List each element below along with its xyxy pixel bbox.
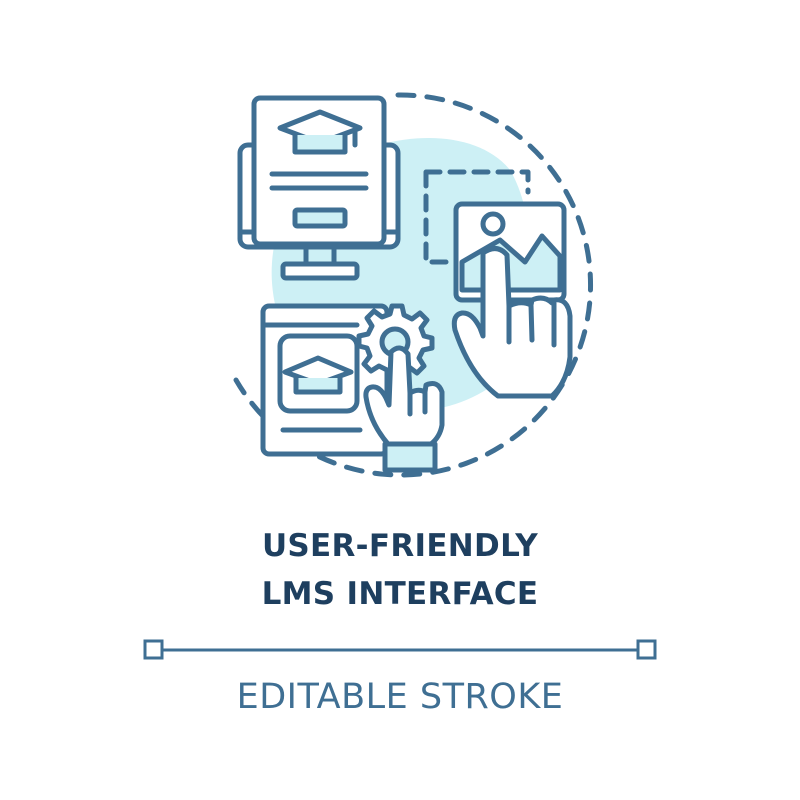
pointing-hand-icon [363, 345, 445, 473]
stroke-handle-right [636, 639, 657, 660]
graduation-cap-icon [277, 109, 363, 155]
dashed-selection-box [423, 169, 531, 265]
caption-editable-stroke: EDITABLE STROKE [236, 677, 564, 717]
gear-icon [356, 303, 435, 382]
browser-window-icon [260, 303, 390, 457]
lms-interface-icon [233, 92, 593, 478]
title-line-1: USER-FRIENDLY [261, 528, 539, 564]
stroke-handle-left [143, 639, 164, 660]
editable-stroke-sample [143, 639, 657, 660]
dashed-circle-outline [233, 92, 593, 478]
document-page [251, 95, 387, 247]
title-line-2: LMS INTERFACE [261, 576, 539, 612]
pointing-hand-icon [451, 246, 573, 399]
